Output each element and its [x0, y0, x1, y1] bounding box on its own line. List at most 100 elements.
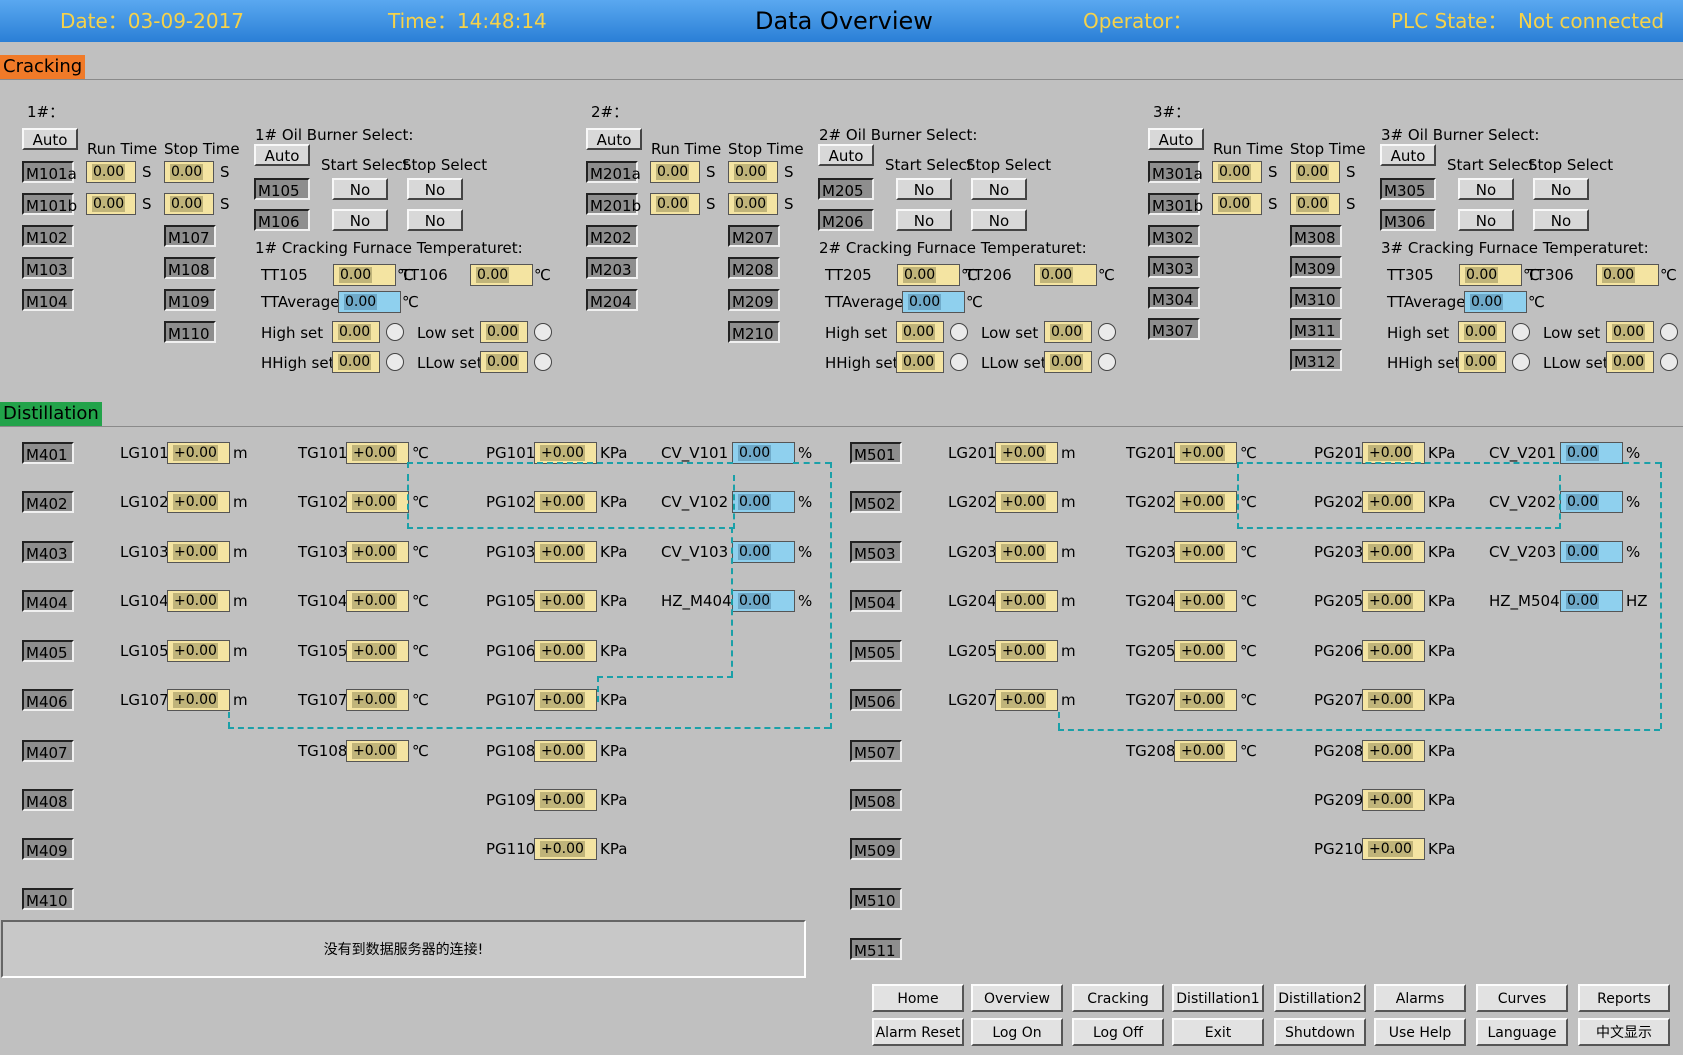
run-time-field[interactable]: 0.00	[1212, 193, 1262, 215]
motor-m204[interactable]: M204	[586, 289, 638, 311]
motor-m509[interactable]: M509	[850, 838, 902, 860]
motor-m501[interactable]: M501	[850, 442, 902, 464]
high-set-field[interactable]: 0.00	[332, 321, 380, 343]
motor-m306[interactable]: M306	[1380, 209, 1436, 231]
control-valve-field[interactable]: 0.00	[1560, 541, 1623, 563]
motor-m312[interactable]: M312	[1290, 349, 1342, 371]
motor-m202[interactable]: M202	[586, 225, 638, 247]
stop-select-button[interactable]: No	[407, 178, 463, 200]
pressure-gauge-field[interactable]: +0.00	[534, 689, 597, 711]
level-gauge-field[interactable]: +0.00	[167, 541, 230, 563]
temperature-gauge-field[interactable]: +0.00	[346, 541, 409, 563]
pressure-gauge-field[interactable]: +0.00	[534, 838, 597, 860]
high-set-field[interactable]: 0.00	[1458, 321, 1506, 343]
motor-m506[interactable]: M506	[850, 689, 902, 711]
pressure-gauge-field[interactable]: +0.00	[534, 590, 597, 612]
stop-time-field[interactable]: 0.00	[1290, 193, 1340, 215]
temperature-field[interactable]: 0.00	[1596, 264, 1659, 286]
nav-button-cracking[interactable]: Cracking	[1072, 984, 1164, 1012]
temperature-gauge-field[interactable]: +0.00	[1174, 640, 1237, 662]
motor-m406[interactable]: M406	[22, 689, 74, 711]
burner-auto-button[interactable]: Auto	[1380, 144, 1436, 166]
level-gauge-field[interactable]: +0.00	[995, 689, 1058, 711]
tt-average-field[interactable]: 0.00	[338, 291, 401, 313]
temperature-gauge-field[interactable]: +0.00	[346, 740, 409, 762]
start-select-button[interactable]: No	[1458, 209, 1514, 231]
motor-m404[interactable]: M404	[22, 590, 74, 612]
high-set-field[interactable]: 0.00	[896, 321, 944, 343]
motor-m104[interactable]: M104	[22, 289, 74, 311]
temperature-gauge-field[interactable]: +0.00	[1174, 491, 1237, 513]
temperature-gauge-field[interactable]: +0.00	[346, 491, 409, 513]
motor-m108[interactable]: M108	[164, 257, 216, 279]
stop-select-button[interactable]: No	[407, 209, 463, 231]
low-set-field[interactable]: 0.00	[1606, 321, 1654, 343]
stop-time-field[interactable]: 0.00	[164, 193, 214, 215]
control-valve-field[interactable]: 0.00	[1560, 442, 1623, 464]
level-gauge-field[interactable]: +0.00	[995, 442, 1058, 464]
motor-m308[interactable]: M308	[1290, 225, 1342, 247]
motor-m208[interactable]: M208	[728, 257, 780, 279]
nav-button-reports[interactable]: Reports	[1578, 984, 1670, 1012]
nav-button-log-on[interactable]: Log On	[971, 1018, 1063, 1046]
pressure-gauge-field[interactable]: +0.00	[534, 789, 597, 811]
motor-m209[interactable]: M209	[728, 289, 780, 311]
nav-button-use-help[interactable]: Use Help	[1374, 1018, 1466, 1046]
temperature-gauge-field[interactable]: +0.00	[1174, 689, 1237, 711]
nav-button-log-off[interactable]: Log Off	[1072, 1018, 1164, 1046]
stop-time-field[interactable]: 0.00	[728, 161, 778, 183]
motor-m310[interactable]: M310	[1290, 287, 1342, 309]
level-gauge-field[interactable]: +0.00	[995, 491, 1058, 513]
motor-m410[interactable]: M410	[22, 888, 74, 910]
pressure-gauge-field[interactable]: +0.00	[1362, 442, 1425, 464]
control-valve-field[interactable]: 0.00	[732, 590, 795, 612]
temperature-field[interactable]: 0.00	[470, 264, 533, 286]
motor-m109[interactable]: M109	[164, 289, 216, 311]
pressure-gauge-field[interactable]: +0.00	[1362, 789, 1425, 811]
motor-m503[interactable]: M503	[850, 541, 902, 563]
nav-button-overview[interactable]: Overview	[971, 984, 1063, 1012]
motor-m107[interactable]: M107	[164, 225, 216, 247]
level-gauge-field[interactable]: +0.00	[167, 442, 230, 464]
level-gauge-field[interactable]: +0.00	[167, 640, 230, 662]
llow-set-field[interactable]: 0.00	[1606, 351, 1654, 373]
llow-set-field[interactable]: 0.00	[1044, 351, 1092, 373]
temperature-gauge-field[interactable]: +0.00	[346, 689, 409, 711]
temperature-gauge-field[interactable]: +0.00	[1174, 590, 1237, 612]
pressure-gauge-field[interactable]: +0.00	[1362, 689, 1425, 711]
motor-m403[interactable]: M403	[22, 541, 74, 563]
motor-m303[interactable]: M303	[1148, 256, 1200, 278]
motor-m401[interactable]: M401	[22, 442, 74, 464]
motor-m301b[interactable]: M301b	[1148, 193, 1203, 215]
temperature-gauge-field[interactable]: +0.00	[346, 442, 409, 464]
hhigh-set-field[interactable]: 0.00	[896, 351, 944, 373]
motor-m207[interactable]: M207	[728, 225, 780, 247]
motor-m101b[interactable]: M101b	[22, 193, 77, 215]
motor-m101a[interactable]: M101a	[22, 161, 77, 183]
temperature-gauge-field[interactable]: +0.00	[1174, 442, 1237, 464]
burner-auto-button[interactable]: Auto	[254, 144, 310, 166]
control-valve-field[interactable]: 0.00	[1560, 491, 1623, 513]
temperature-field[interactable]: 0.00	[333, 264, 396, 286]
start-select-button[interactable]: No	[896, 178, 952, 200]
llow-set-field[interactable]: 0.00	[480, 351, 528, 373]
low-set-field[interactable]: 0.00	[480, 321, 528, 343]
level-gauge-field[interactable]: +0.00	[995, 590, 1058, 612]
motor-m103[interactable]: M103	[22, 257, 74, 279]
pressure-gauge-field[interactable]: +0.00	[534, 640, 597, 662]
motor-m301a[interactable]: M301a	[1148, 161, 1203, 183]
nav-button-shutdown[interactable]: Shutdown	[1274, 1018, 1366, 1046]
hhigh-set-field[interactable]: 0.00	[332, 351, 380, 373]
motor-m106[interactable]: M106	[254, 209, 310, 231]
pressure-gauge-field[interactable]: +0.00	[1362, 640, 1425, 662]
motor-m402[interactable]: M402	[22, 491, 74, 513]
motor-m205[interactable]: M205	[818, 178, 874, 200]
control-valve-field[interactable]: 0.00	[1560, 590, 1623, 612]
nav-button-distillation2[interactable]: Distillation2	[1274, 984, 1366, 1012]
stop-time-field[interactable]: 0.00	[1290, 161, 1340, 183]
hhigh-set-field[interactable]: 0.00	[1458, 351, 1506, 373]
level-gauge-field[interactable]: +0.00	[167, 491, 230, 513]
nav-button-curves[interactable]: Curves	[1476, 984, 1568, 1012]
motor-m507[interactable]: M507	[850, 740, 902, 762]
pressure-gauge-field[interactable]: +0.00	[1362, 541, 1425, 563]
